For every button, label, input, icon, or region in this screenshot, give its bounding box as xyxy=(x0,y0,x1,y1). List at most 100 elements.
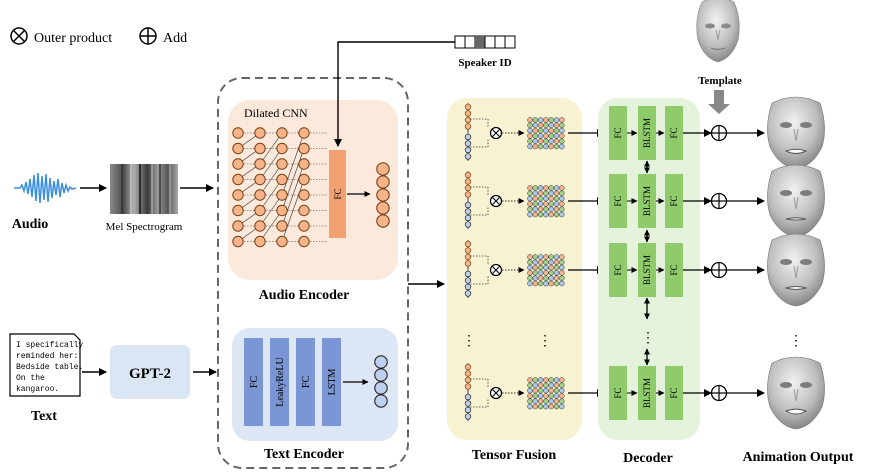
dilated-cnn-label: Dilated CNN xyxy=(244,106,308,120)
fc-block xyxy=(665,366,683,420)
fusion-audio-dot xyxy=(464,178,472,185)
fusion-text-dot xyxy=(464,283,472,291)
fc-block xyxy=(609,174,627,228)
fusion-audio-dot xyxy=(464,240,472,248)
outer-product-icon xyxy=(489,126,503,140)
fusion-text-dot xyxy=(464,214,472,222)
fusion-text-dot xyxy=(464,140,472,147)
animated-face-image xyxy=(767,233,825,307)
text-encoder-layer-label: LSTM xyxy=(327,369,338,396)
fusion-audio-dot xyxy=(464,171,472,179)
cnn-neuron xyxy=(298,189,310,201)
mel-spectrogram-label: Mel Spectrogram xyxy=(106,221,183,233)
fusion-audio-dot xyxy=(464,253,472,261)
fusion-text-dot xyxy=(464,400,472,407)
fusion-audio-dot xyxy=(464,370,472,377)
blstm-block xyxy=(638,174,656,228)
text-input: I specifically reminded her: Bedside tab… xyxy=(9,333,217,424)
fusion-text-dot xyxy=(464,393,472,401)
text-line-5: kangaroo. xyxy=(16,385,59,394)
fusion-text-dot xyxy=(464,153,472,160)
cnn-neuron xyxy=(276,142,288,155)
text-encoder-layers: FC LeakyReLU FC LSTM xyxy=(244,338,341,426)
audio-output-neuron xyxy=(376,188,390,202)
cnn-neuron xyxy=(232,173,244,186)
text-line-4: On the xyxy=(16,374,45,383)
blstm-label: BLSTM xyxy=(642,118,652,148)
fusion-grid xyxy=(527,117,565,150)
cnn-neuron xyxy=(254,127,266,139)
cnn-neuron xyxy=(254,220,266,232)
text-note-box xyxy=(9,333,81,397)
animated-face-image xyxy=(767,164,825,238)
cnn-neuron xyxy=(298,204,310,217)
blstm-label: BLSTM xyxy=(642,186,652,216)
fusion-text-dot xyxy=(464,277,472,284)
blstm-block xyxy=(638,243,656,297)
text-line-2: reminded her: xyxy=(16,352,78,361)
cnn-neuron xyxy=(276,235,288,248)
output-row-1 xyxy=(710,164,825,238)
template-down-arrow xyxy=(708,90,730,114)
tensor-fusion-rows xyxy=(464,103,605,421)
gpt2-label: GPT-2 xyxy=(129,366,171,382)
fusion-audio-dot xyxy=(464,191,472,198)
cnn-neuron xyxy=(276,189,288,201)
cnn-neuron xyxy=(298,127,310,139)
fc-label: FC xyxy=(613,195,623,206)
fc-block xyxy=(665,174,683,228)
dilated-cnn-network xyxy=(232,127,328,248)
audio-output-neuron xyxy=(376,175,390,189)
cnn-neuron xyxy=(298,142,310,155)
text-output-neuron xyxy=(374,368,388,382)
cnn-neuron xyxy=(276,220,288,232)
animation-output-rows xyxy=(710,96,825,430)
fc-block xyxy=(665,243,683,297)
audio-encoder-output xyxy=(347,162,390,228)
fusion-row-0 xyxy=(464,103,605,161)
fusion-ellipsis-left: ⋮ xyxy=(462,334,476,349)
fc-label: FC xyxy=(669,387,679,398)
text-encoder-layer-label: FC xyxy=(249,376,260,389)
text-encoder-layer-2 xyxy=(296,338,315,426)
audio-encoder-panel xyxy=(228,100,398,280)
outer-product-icon xyxy=(489,386,503,400)
fc-block xyxy=(609,106,627,160)
fusion-audio-dot xyxy=(464,123,472,130)
animated-face-image xyxy=(767,356,825,430)
add-icon xyxy=(710,384,728,402)
cnn-neuron xyxy=(276,204,288,217)
mel-spectrogram-image xyxy=(110,164,178,214)
text-encoder-layer-label: FC xyxy=(301,376,312,389)
text-encoder-layer-label: LeakyReLU xyxy=(275,357,286,407)
fusion-row-3 xyxy=(464,363,605,421)
cnn-neuron xyxy=(254,173,266,186)
add-icon xyxy=(710,192,728,210)
legend: Outer product Add xyxy=(10,27,187,46)
fusion-grid xyxy=(527,377,565,410)
fusion-ellipsis-right: ⋮ xyxy=(538,334,552,349)
add-icon xyxy=(710,124,728,142)
audio-output-neuron xyxy=(376,162,390,176)
cnn-neuron xyxy=(232,127,244,139)
speaker-id: Speaker ID xyxy=(334,35,516,147)
audio-input: Audio Mel Spectrogram xyxy=(12,164,214,233)
outer-product-icon xyxy=(489,194,503,208)
cnn-neuron xyxy=(232,235,244,248)
text-encoder-layer-0 xyxy=(244,338,263,426)
fusion-text-dot xyxy=(464,413,472,420)
add-icon xyxy=(710,261,728,279)
fusion-grid xyxy=(527,185,565,218)
fusion-audio-dot xyxy=(464,116,472,124)
cnn-neuron xyxy=(276,127,288,139)
text-line-3: Bedside table. xyxy=(16,363,83,372)
fusion-text-dot xyxy=(464,208,472,215)
animation-output-title: Animation Output xyxy=(743,450,854,465)
fusion-audio-dot xyxy=(464,110,472,117)
cnn-neuron xyxy=(232,204,244,217)
audio-encoder: Dilated CNN FC Audio Encoder xyxy=(228,100,398,303)
